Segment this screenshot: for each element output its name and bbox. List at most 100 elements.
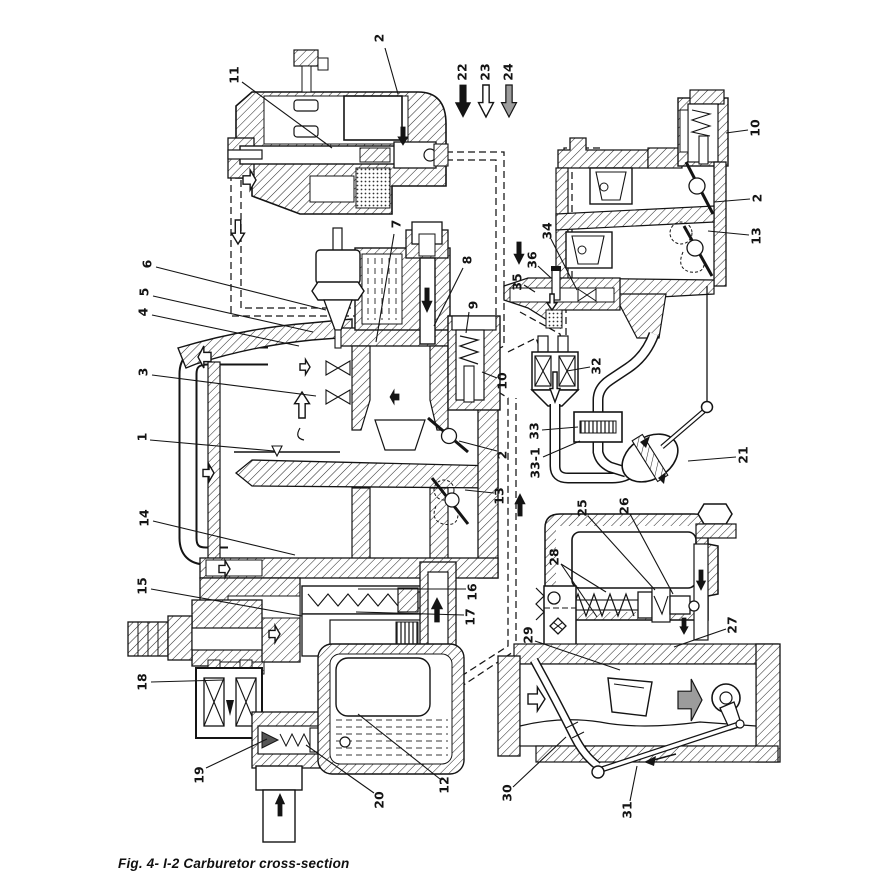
callout-leader-32 — [566, 366, 591, 372]
flow-arrows-layer — [197, 84, 707, 817]
cover-bolt — [697, 503, 733, 525]
callout-11: 11 — [227, 66, 242, 83]
figure-caption: Fig. 4- I-2 Carburetor cross-section — [118, 856, 350, 871]
callout-17: 17 — [463, 608, 478, 625]
flow-arrow — [513, 241, 525, 265]
callout-6: 6 — [140, 259, 155, 268]
float — [335, 657, 431, 717]
primary-throttle-plate — [427, 416, 469, 454]
callout-10: 10 — [748, 119, 763, 137]
callout-20: 20 — [372, 791, 387, 809]
callout-leader-13 — [707, 230, 750, 236]
callout-32: 32 — [589, 357, 604, 374]
flow-arrow — [268, 622, 281, 646]
flow-arrow — [545, 293, 559, 312]
vacuum-filter — [530, 351, 580, 407]
solenoid-coil-left — [203, 677, 225, 727]
callout-7: 7 — [389, 220, 404, 229]
side-throttle-plate-primary — [684, 161, 715, 215]
callout-leader-10 — [725, 129, 749, 134]
callout-leader-30 — [512, 736, 567, 788]
callout-1: 1 — [135, 433, 150, 442]
cover-window — [571, 531, 697, 589]
callout-15: 15 — [135, 577, 150, 594]
callout-leader-7 — [375, 233, 395, 343]
callout-leader-20 — [305, 744, 375, 794]
callout-10: 10 — [495, 372, 510, 390]
float-bowl — [317, 643, 465, 775]
flow-arrow — [389, 388, 400, 406]
float-needle — [234, 445, 340, 458]
callout-leader-34 — [550, 238, 578, 291]
callout-2: 2 — [495, 451, 510, 460]
solenoid-valve — [195, 659, 263, 739]
callout-leader-2 — [458, 440, 498, 452]
bowl-vent-valve — [677, 89, 729, 167]
fuel-inlet-valve — [311, 227, 365, 349]
primary-booster — [589, 167, 633, 205]
callout-leader-6 — [155, 266, 327, 311]
callout-leader-33 — [541, 426, 579, 431]
callout-leader-1 — [149, 439, 275, 452]
callout-leader-21 — [687, 456, 737, 462]
callout-leader-31 — [629, 765, 638, 802]
flow-arrow — [242, 167, 257, 193]
callout-29: 29 — [521, 626, 536, 643]
secondary-booster — [565, 231, 613, 269]
secondary-throttle-plate — [430, 477, 470, 525]
callout-36: 36 — [525, 251, 540, 269]
callout-18: 18 — [135, 673, 150, 690]
legend-arrow-24 — [500, 84, 518, 119]
callout-12: 12 — [437, 776, 452, 793]
callout-34: 34 — [540, 222, 555, 240]
callout-leader-28 — [560, 563, 598, 618]
callout-4: 4 — [136, 307, 151, 316]
callout-leader-12 — [357, 713, 441, 780]
flow-arrow — [421, 287, 433, 313]
flow-arrow — [218, 557, 231, 581]
flow-arrow — [293, 390, 311, 419]
throttle-connecting-rod — [591, 719, 745, 779]
callout-leader-4 — [151, 314, 300, 347]
callout-28: 28 — [547, 548, 562, 565]
choke-break-diaphragm — [621, 400, 714, 484]
flow-arrow — [197, 345, 212, 369]
callout-leader-25 — [587, 515, 656, 591]
callout-leader-27 — [673, 628, 727, 648]
callout-leader-14 — [152, 520, 296, 556]
carburetor-side-view — [503, 89, 729, 404]
legend-arrow-23 — [477, 84, 495, 119]
callout-leader-29 — [534, 640, 621, 671]
callout-16: 16 — [465, 583, 480, 601]
callout-leader-2 — [713, 198, 751, 203]
external-fuel-tube — [178, 346, 268, 566]
callout-leader-19 — [205, 738, 268, 769]
flow-arrow — [514, 493, 526, 517]
legend-arrow-22 — [454, 84, 472, 118]
filter-flow-arrow — [548, 371, 562, 405]
fast-idle-cam-lever — [530, 657, 601, 770]
flow-arrow — [202, 461, 215, 485]
callout-33: 33 — [527, 422, 542, 439]
power-valve-9-10 — [447, 315, 501, 411]
callout-2: 2 — [750, 194, 765, 203]
callout-leader-17 — [355, 611, 465, 616]
callout-leader-2 — [384, 47, 399, 95]
fuel-inlet-fitting — [127, 599, 263, 667]
flow-arrow — [527, 684, 546, 714]
pump-bolt — [293, 99, 319, 112]
pump-cover-window — [343, 95, 403, 141]
callout-25: 25 — [575, 499, 590, 516]
secondary-diaphragm-assembly — [497, 503, 781, 779]
nozzle-jets — [325, 360, 351, 405]
callout-13: 13 — [492, 487, 507, 504]
callout-8: 8 — [460, 256, 475, 265]
flow-arrow — [679, 617, 689, 635]
callout-27: 27 — [725, 616, 740, 633]
callout-leader-35 — [523, 284, 536, 293]
callout-2: 2 — [372, 34, 387, 43]
callout-3: 3 — [136, 368, 151, 377]
exhaust-flow-arrow — [677, 678, 703, 722]
